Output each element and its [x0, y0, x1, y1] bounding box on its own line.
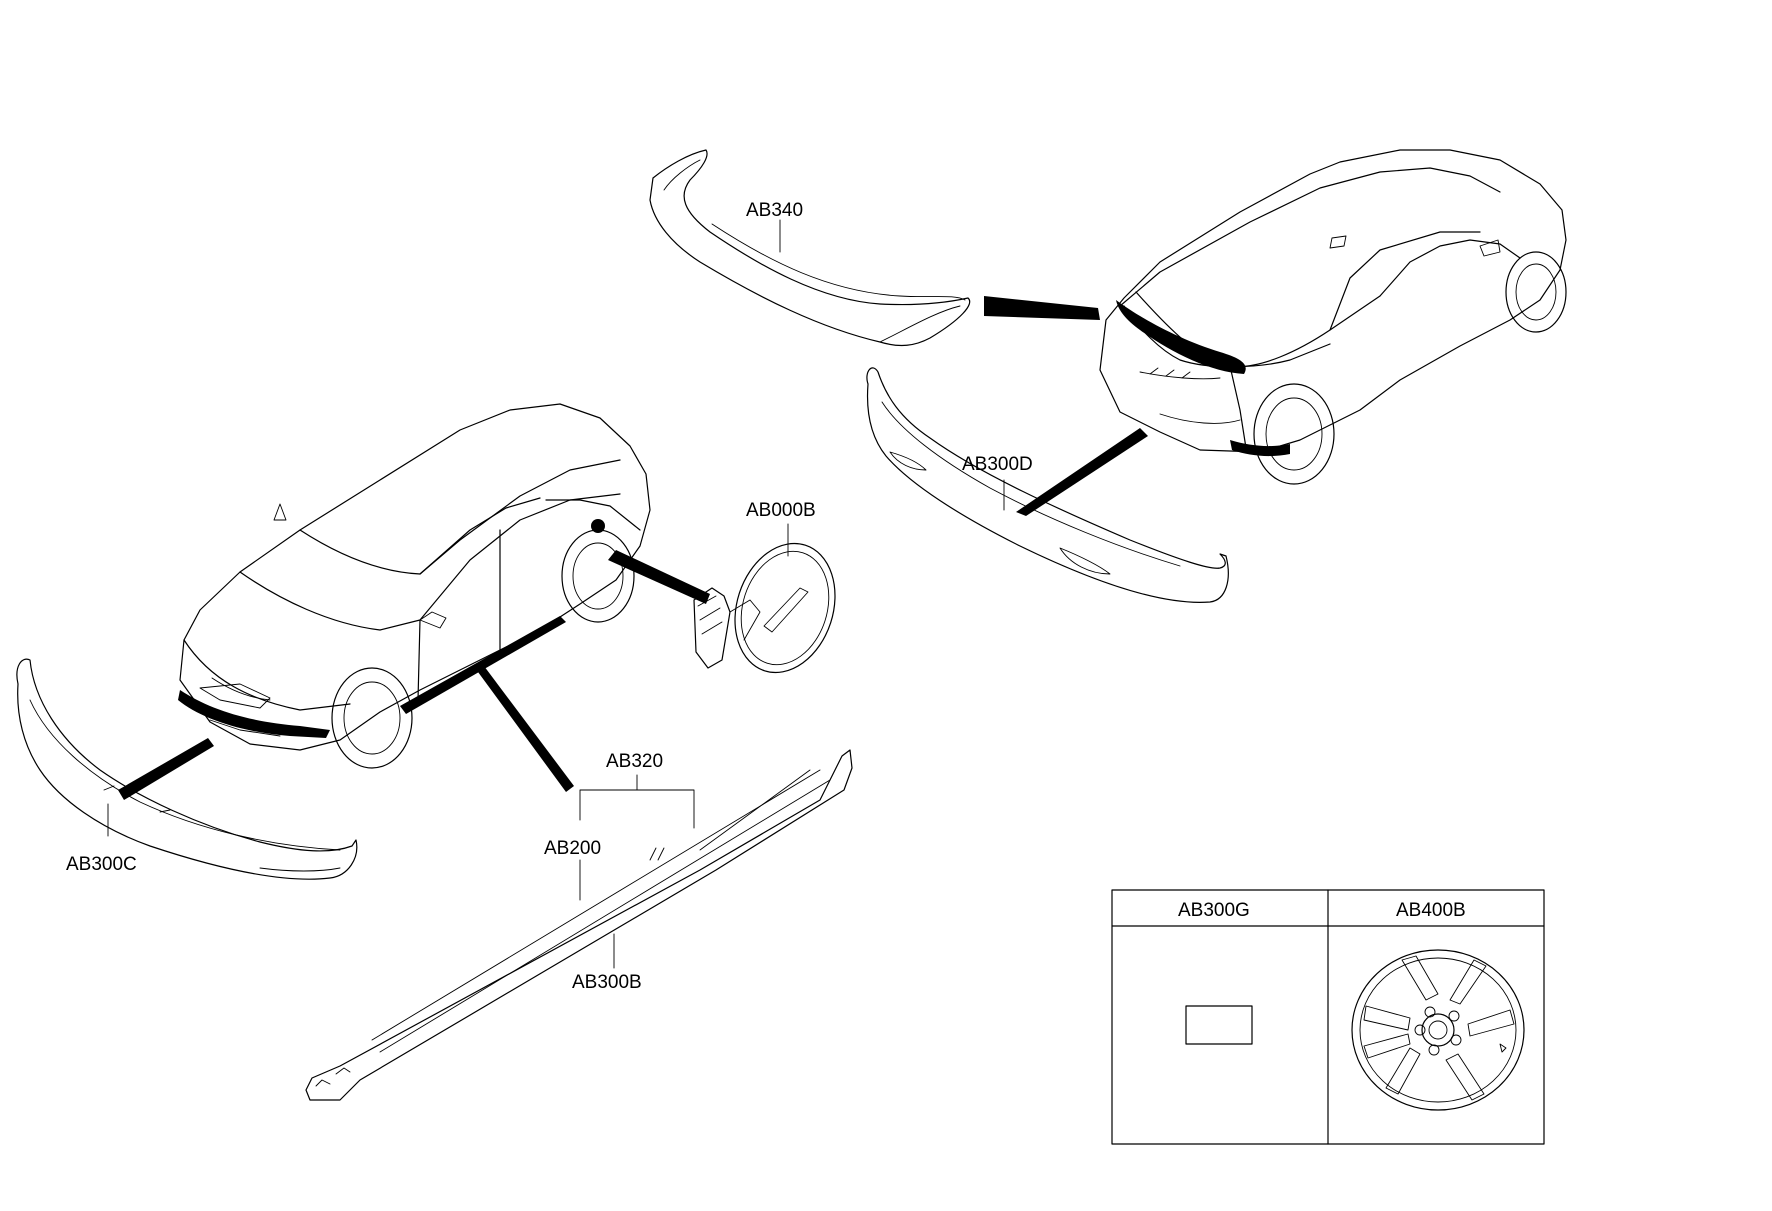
emblem-rectangle: [1185, 1005, 1253, 1045]
connector-wedge: [984, 296, 1100, 320]
connector-wedge: [608, 550, 710, 604]
connector-wedge: [1016, 428, 1148, 516]
connector-wedge: [118, 738, 214, 800]
rear-view-car: [1099, 149, 1567, 485]
rear-spoiler-part: [649, 149, 971, 347]
front-bumper-part: [16, 658, 358, 880]
fuel-door-part: [693, 542, 836, 674]
leader-bracket: [579, 789, 695, 829]
label-ab300d: AB300D: [962, 454, 1033, 475]
accessory-table: AB300G AB400B: [1111, 889, 1545, 1145]
front-view-car: [178, 403, 651, 769]
label-ab340: AB340: [746, 200, 803, 221]
rear-bumper-part: [866, 367, 1229, 604]
label-ab200: AB200: [544, 838, 601, 859]
label-ab300c: AB300C: [66, 854, 137, 875]
table-header-ab300g: AB300G: [1178, 900, 1250, 921]
label-ab300b: AB300B: [572, 972, 642, 993]
alloy-wheel-icon: [1351, 949, 1525, 1111]
side-sill-part: [305, 749, 853, 1101]
label-ab000b: AB000B: [746, 500, 816, 521]
connector-wedge: [478, 666, 574, 792]
table-header-ab400b: AB400B: [1396, 900, 1466, 921]
label-ab320: AB320: [606, 751, 663, 772]
